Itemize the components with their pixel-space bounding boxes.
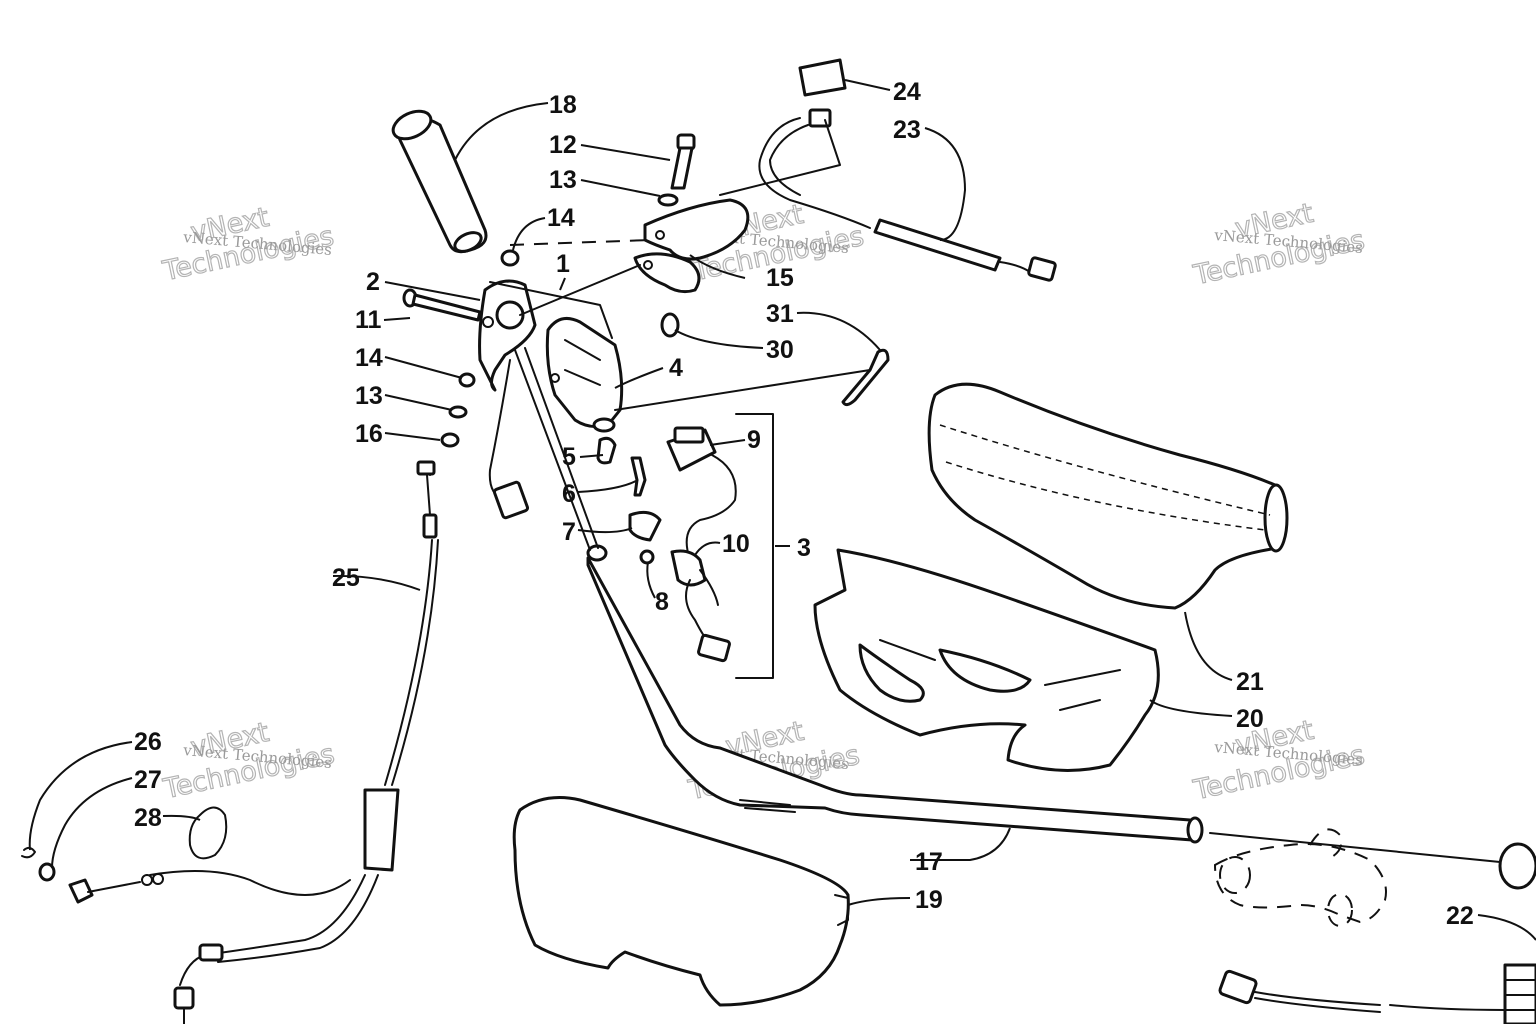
callout-26: 26 [134,728,162,756]
callout-6: 6 [562,480,576,508]
callout-5: 5 [562,443,576,471]
alignment-line-1 [509,239,651,246]
callout-28: 28 [134,804,162,832]
callout-19: 19 [915,886,943,914]
part-18-grip [391,109,488,254]
part-23-harness [719,108,1057,282]
part-1-throttle-housing [478,279,537,392]
bracket-3 [735,413,774,679]
callout-17: 17 [915,848,943,876]
callout-13-left: 13 [355,382,383,410]
part-14-nut-top [500,249,520,267]
callout-13-top: 13 [549,166,577,194]
part-10-harness-plug [670,549,731,663]
callout-22: 22 [1446,902,1474,930]
callout-9: 9 [747,426,761,454]
part-6-bracket [630,456,647,497]
callout-24: 24 [893,78,921,106]
part-21-pad-cover [927,382,1289,610]
callout-14-left: 14 [355,344,383,372]
leader-lines [28,79,1536,941]
part-9-kill-switch [666,426,737,561]
part-13-washer-left [448,405,468,419]
callout-21: 21 [1236,668,1264,696]
part-19-lower-pad [512,796,850,1007]
part-25-throttle-cable [149,460,439,1024]
part-20-foam-pad [813,548,1160,772]
part-13-washer-top [657,193,679,207]
callout-14-top: 14 [547,204,575,232]
part-7-switch-plate [628,510,662,542]
callout-4: 4 [669,354,683,382]
part-22-housing [1209,828,1536,1024]
callout-27: 27 [134,766,162,794]
callout-2: 2 [366,268,380,296]
callout-15: 15 [766,264,794,292]
callout-1: 1 [556,250,570,278]
callout-23: 23 [893,116,921,144]
part-11-screw [402,288,482,322]
part-8-screw [639,549,655,565]
callout-30: 30 [766,336,794,364]
part-5-spacer [596,436,617,465]
part-15-clamp [633,198,750,294]
alignment-line-2 [519,264,641,316]
callout-11: 11 [355,306,382,334]
callout-8: 8 [655,588,669,616]
callout-16: 16 [355,420,383,448]
part-4-throttle-lever [545,316,624,433]
callout-7: 7 [562,518,576,546]
callout-18: 18 [549,91,577,119]
switch-connector [492,480,530,520]
callout-31: 31 [766,300,794,328]
callout-25: 25 [332,564,360,592]
callout-10: 10 [722,530,750,558]
part-16-clip [440,432,460,448]
part-12-bolt [670,133,696,190]
part-24-label [798,58,847,97]
callout-12: 12 [549,131,577,159]
alignment-line-3 [614,369,871,411]
bracket-1 [489,281,613,339]
part-31-spring-pin [841,348,890,407]
part-14-nut-left [458,372,476,388]
part-26-27-28-clips [21,806,228,904]
callout-3: 3 [797,534,811,562]
callout-20: 20 [1236,705,1264,733]
part-30-nut [660,312,680,338]
